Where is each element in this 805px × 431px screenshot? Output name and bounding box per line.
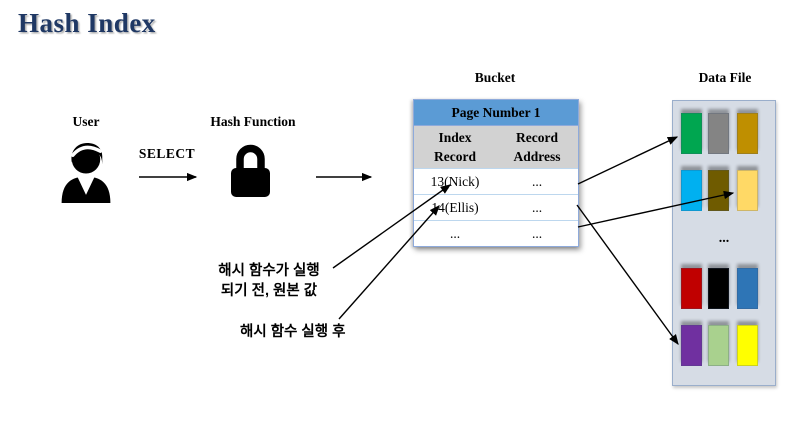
data-file-panel: ... [672, 100, 776, 386]
row2-to-purple-block-arrow [576, 204, 679, 346]
data-block [737, 113, 758, 154]
table-row: 14(Ellis) ... [414, 195, 578, 221]
select-label: SELECT [138, 146, 196, 161]
data-block [681, 170, 702, 211]
data-block [737, 268, 758, 309]
record-address-cell: ... [531, 200, 543, 215]
data-block [708, 170, 729, 211]
annotation-before-hash: 해시 함수가 실행 되기 전, 원본 값 [218, 263, 320, 299]
record-address-cell: ... [531, 226, 543, 241]
table-row: ... ... [414, 221, 578, 246]
index-record-cell: 14(Ellis) [431, 200, 479, 215]
annotation-after-hash: 해시 함수 실행 후 [240, 324, 346, 340]
data-block [737, 170, 758, 211]
data-block [681, 113, 702, 154]
lock-icon [227, 142, 274, 198]
user-label: User [72, 114, 100, 129]
row1-to-green-block-arrow [577, 136, 679, 185]
column-header-record-address: Record Address [513, 129, 561, 164]
index-record-cell: 13(Nick) [430, 174, 480, 189]
page-title: Hash Index [18, 8, 156, 38]
data-block [681, 325, 702, 366]
data-block [737, 325, 758, 366]
bucket-column-headers: Index Record Record Address [414, 126, 578, 169]
hash-function-label: Hash Function [210, 114, 296, 129]
data-file-ellipsis: ... [718, 231, 730, 246]
bucket-table: Page Number 1 Index Record Record Addres… [413, 99, 579, 247]
data-file-label: Data File [698, 70, 752, 85]
person-icon [59, 140, 113, 203]
data-block [681, 268, 702, 309]
data-block [708, 325, 729, 366]
bucket-label: Bucket [474, 70, 516, 85]
bucket-page-header: Page Number 1 [414, 100, 578, 126]
index-record-cell: ... [449, 226, 461, 241]
table-row: 13(Nick) ... [414, 169, 578, 195]
data-block [708, 268, 729, 309]
record-address-cell: ... [531, 174, 543, 189]
data-block [708, 113, 729, 154]
column-header-index-record: Index Record [434, 129, 476, 164]
